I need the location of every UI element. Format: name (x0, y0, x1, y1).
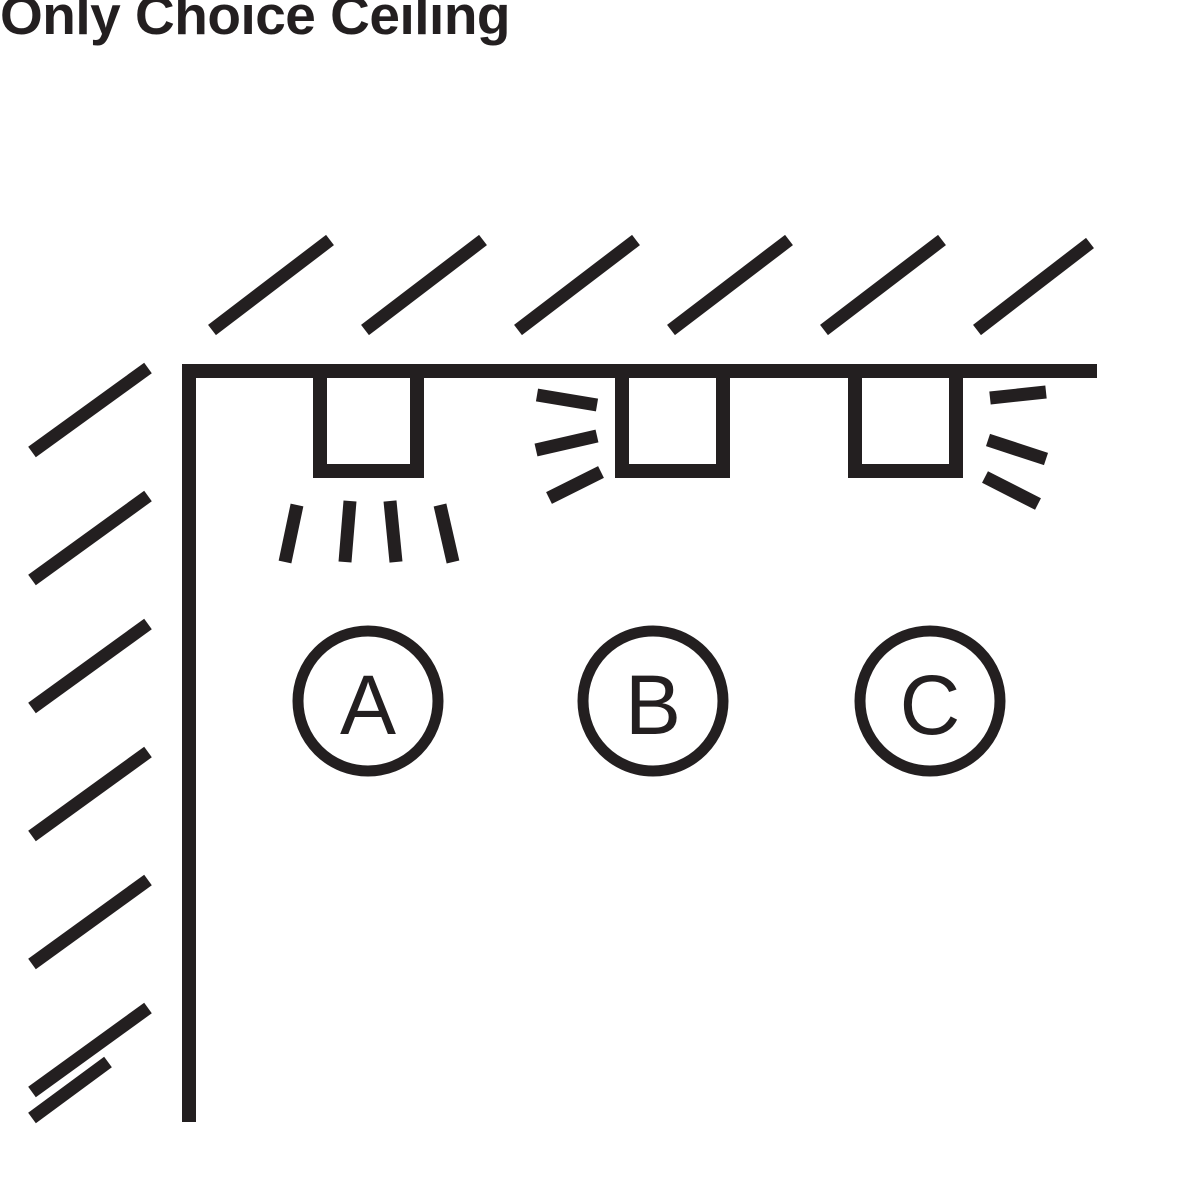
ceiling-hatch-mark (973, 237, 1094, 336)
wall-hatch-mark (28, 1002, 152, 1098)
light-fixture-a-box (313, 371, 424, 478)
light-ray (278, 503, 304, 564)
light-fixture-c-box (848, 371, 963, 478)
label-marker-b[interactable]: B (577, 625, 729, 777)
light-ray (546, 466, 604, 504)
light-ray (985, 433, 1049, 466)
ceiling-hatch-mark (208, 234, 334, 336)
wall-hatch-mark (28, 1056, 112, 1124)
ceiling-hatch-group (208, 234, 1094, 336)
light-c-rays (982, 385, 1049, 510)
label-circle-a (292, 625, 444, 777)
light-ray (534, 429, 599, 457)
label-letter-c: C (900, 658, 961, 752)
ceiling-hatch-mark (820, 234, 946, 336)
light-fixture-a (313, 371, 424, 478)
wall-hatch-mark (28, 618, 152, 714)
wall-hatch-mark (28, 362, 152, 458)
wall-hatch-mark (28, 746, 152, 842)
light-ray (383, 500, 403, 563)
light-ray (535, 388, 599, 412)
light-ray (982, 471, 1041, 510)
light-fixture-c (848, 371, 963, 478)
label-letter-a: A (340, 658, 396, 752)
label-circle-c (854, 625, 1006, 777)
ceiling-hatch-mark (667, 234, 793, 336)
label-marker-a[interactable]: A (292, 625, 444, 777)
light-fixture-b (615, 371, 730, 478)
wall-hatch-group (28, 362, 152, 1124)
light-ray (989, 385, 1047, 405)
wall-hatch-mark (28, 490, 152, 586)
ceiling-hatch-mark (361, 234, 487, 336)
wall-hatch-mark (28, 874, 152, 970)
label-circle-b (577, 625, 729, 777)
ceiling-hatch-mark (514, 234, 640, 336)
light-ray (433, 503, 460, 564)
label-letter-b: B (625, 658, 681, 752)
light-b-rays (534, 388, 604, 504)
light-a-rays (278, 500, 460, 564)
light-fixture-b-box (615, 371, 730, 478)
page-title: Only Choice Ceiling (0, 0, 511, 46)
label-marker-c[interactable]: C (854, 625, 1006, 777)
light-ray (338, 500, 357, 563)
